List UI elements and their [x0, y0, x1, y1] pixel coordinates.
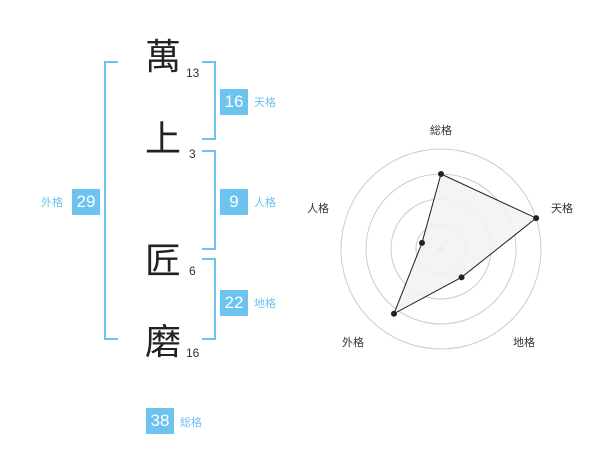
radar-point-1 [438, 171, 444, 177]
axis-label-soukaku: 総格 [430, 123, 452, 137]
chikaku-bracket [202, 258, 216, 340]
chikaku-badge: 22 [220, 290, 248, 316]
jinkaku-badge: 9 [220, 189, 248, 215]
stroke-count-3: 6 [189, 264, 196, 278]
axis-label-chikaku: 地格 [513, 335, 535, 349]
stroke-count-1: 13 [186, 66, 200, 80]
name-char-4: 磨 [144, 322, 181, 363]
stroke-count-2: 3 [189, 147, 196, 161]
gaikaku-bracket [104, 61, 118, 340]
chikaku-label: 地格 [254, 297, 276, 310]
radar-point-3 [458, 274, 465, 281]
axis-label-tenkaku: 天格 [551, 201, 573, 215]
jinkaku-label: 人格 [254, 196, 276, 209]
name-char-3: 匠 [144, 241, 181, 282]
stroke-count-4: 16 [186, 346, 200, 360]
name-char-2: 上 [144, 119, 181, 160]
name-char-1: 萬 [144, 37, 181, 78]
tenkaku-label: 天格 [254, 96, 276, 109]
soukaku-badge: 38 [146, 408, 174, 434]
tenkaku-badge: 16 [220, 89, 248, 115]
axis-label-jinkaku: 人格 [307, 201, 329, 215]
tenkaku-bracket [202, 61, 216, 140]
radar-series-polygon [393, 173, 538, 315]
soukaku-label: 総格 [180, 416, 202, 429]
jinkaku-bracket [202, 150, 216, 250]
radar-point-5 [418, 239, 425, 246]
radar-point-2 [533, 215, 540, 222]
radar-ring [340, 148, 542, 350]
radar-point-4 [390, 310, 397, 317]
gaikaku-label: 外格 [41, 196, 63, 209]
gaikaku-badge: 29 [72, 189, 100, 215]
axis-label-gaikaku: 外格 [342, 335, 364, 349]
